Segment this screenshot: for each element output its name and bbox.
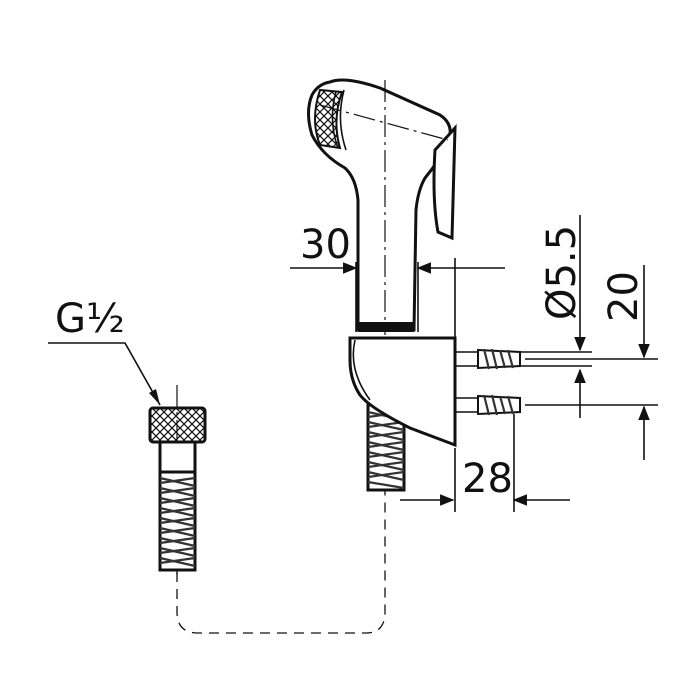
dimension-hole-spacing: 20 bbox=[525, 265, 658, 460]
spray-head bbox=[307, 78, 457, 335]
hose-path bbox=[176, 490, 386, 634]
wall-screws bbox=[455, 348, 521, 416]
hole-diameter-label: Ø5.5 bbox=[539, 225, 585, 320]
wall-holder-bracket bbox=[348, 336, 457, 448]
holder-threaded-stem bbox=[366, 403, 406, 492]
dimension-handle-width: 30 bbox=[290, 222, 505, 340]
hose-connector-nut bbox=[148, 385, 207, 575]
handle-width-label: 30 bbox=[300, 222, 351, 268]
dimension-bracket-depth: 28 bbox=[400, 414, 570, 512]
dimension-hole-diameter: Ø5.5 bbox=[520, 215, 592, 418]
thread-spec-callout: G½ bbox=[48, 296, 161, 406]
thread-spec-label: G½ bbox=[55, 296, 125, 342]
hole-spacing-label: 20 bbox=[601, 271, 647, 322]
bracket-depth-label: 28 bbox=[462, 456, 513, 502]
